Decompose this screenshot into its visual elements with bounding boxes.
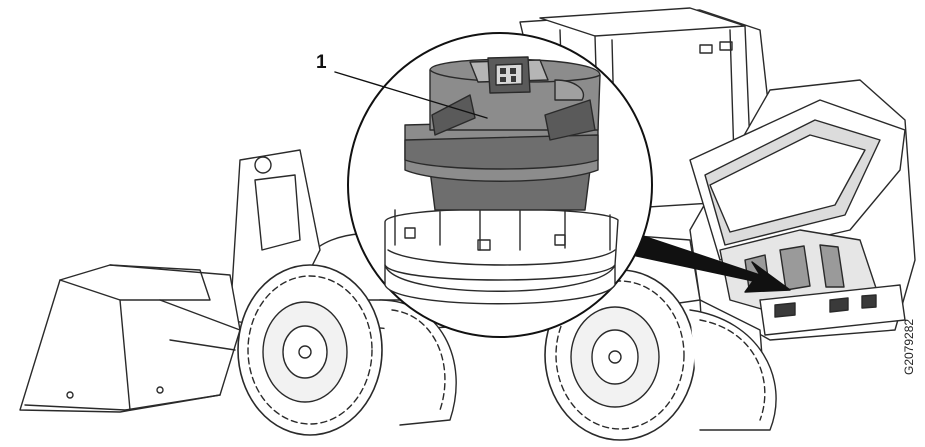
callout-leader-line	[334, 71, 488, 119]
figure-id: G2079282	[902, 318, 916, 375]
bucket	[19, 264, 241, 413]
front-tire-rear-side	[379, 299, 457, 426]
front-tire	[237, 264, 383, 436]
component-1	[404, 56, 601, 211]
callout-number: 1	[316, 52, 327, 73]
mounting-ring	[384, 208, 619, 281]
rear-tire-far-side	[689, 309, 777, 431]
pointer-arrow	[617, 229, 791, 293]
detail-circle	[347, 32, 653, 338]
